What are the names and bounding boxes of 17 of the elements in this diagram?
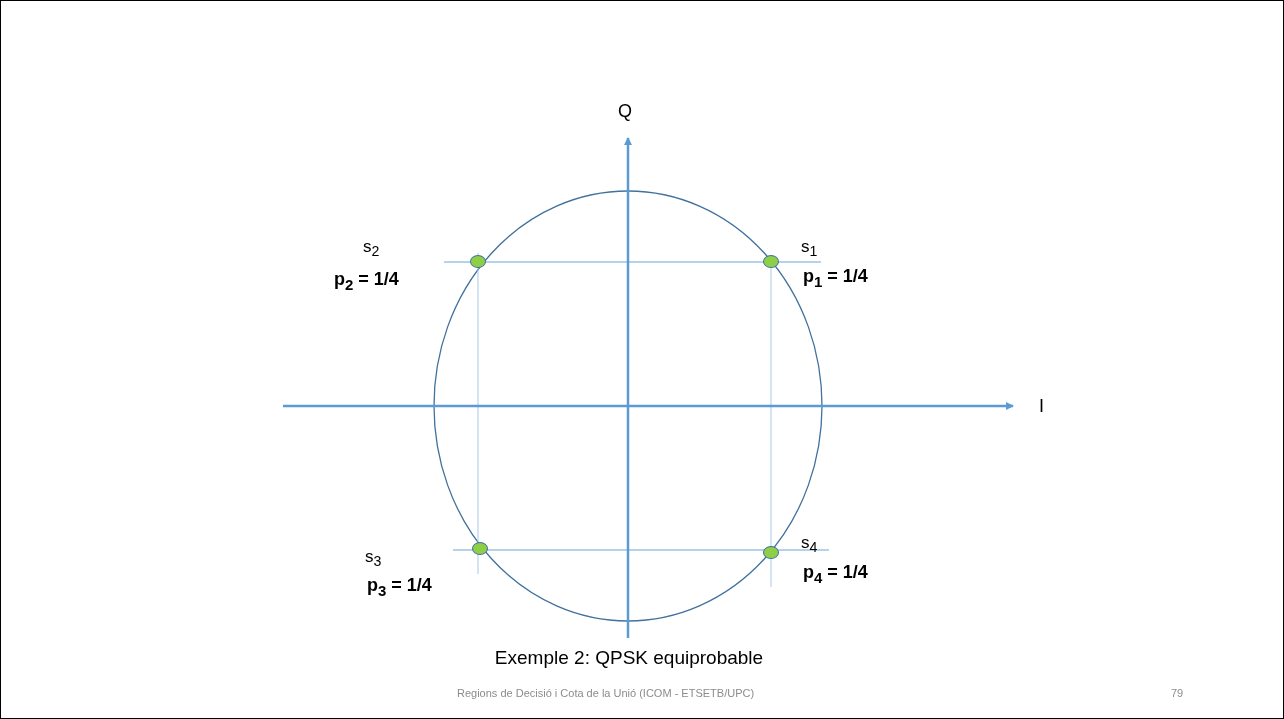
symbol-label: s$_{3}$ (365, 547, 382, 570)
symbol-label: s$_{1}$ (801, 237, 818, 260)
page-number: 79 (1171, 687, 1184, 699)
footer-text: Regions de Decisió i Cota de la Unió (ICOM - ETSETB/UPC) (457, 687, 755, 699)
symbol-label: s$_{2}$ (363, 237, 380, 260)
constellation-point (763, 255, 779, 268)
probability-label: p$_{2}$ = 1/4 (334, 269, 399, 293)
caption: Exemple 2: QPSK equiprobable (493, 647, 765, 669)
symbol-label: s$_{4}$ (801, 533, 818, 556)
probability-label: p$_{3}$ = 1/4 (367, 575, 432, 599)
probability-label: p$_{4}$ = 1/4 (803, 562, 868, 586)
axis-label: Q (618, 101, 632, 122)
axis-label: I (1039, 396, 1044, 417)
constellation-point (763, 546, 779, 559)
probability-label: p$_{1}$ = 1/4 (803, 266, 868, 290)
constellation-point (470, 255, 486, 268)
constellation-point (472, 542, 488, 555)
